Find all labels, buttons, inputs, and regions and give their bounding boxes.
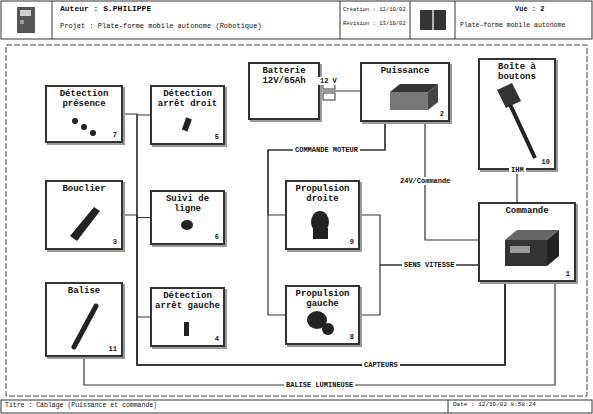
- date-field: Création : 12/10/02: [343, 7, 406, 13]
- signal-label: SENS VITESSE: [402, 261, 456, 269]
- motor-icon: [311, 211, 329, 239]
- sheet-date: Date : 12/10/02 8:58:24: [453, 402, 536, 409]
- callout-number: 1: [566, 271, 570, 278]
- sensor-box: Bouclier 3: [45, 180, 123, 250]
- sensor-box: Détection arrêt gauche 4: [150, 287, 225, 347]
- header-divider: [340, 1, 341, 39]
- wire-connector: [360, 215, 478, 265]
- controller-box: Commande 1: [478, 202, 576, 282]
- header-device-icon: [17, 7, 35, 33]
- wire-connector: [123, 114, 505, 365]
- callout-number: 10: [542, 159, 550, 166]
- signal-label: BALISE LUMINEUSE: [284, 381, 355, 389]
- button-box-icon: [497, 83, 535, 158]
- line-sensor-icon: [181, 220, 193, 230]
- signal-label: 12 V: [318, 77, 339, 85]
- callout-number: 11: [109, 346, 117, 353]
- bumper-icon: [70, 207, 100, 241]
- power-box: Puissance 2: [360, 62, 450, 122]
- header-book-icon: [420, 10, 446, 30]
- wire-connector: [360, 265, 478, 315]
- node-title: Balise: [47, 284, 121, 297]
- wire-connector: [123, 215, 505, 365]
- presence-sensor-icon: [72, 118, 96, 136]
- motor-icon: [307, 311, 334, 335]
- callout-number: 8: [350, 334, 354, 341]
- node-title: Détection présence: [47, 87, 121, 110]
- sensor-box: Détection présence 7: [45, 85, 123, 143]
- footer-frame: [1, 400, 592, 413]
- node-title: Bouclier: [47, 182, 121, 195]
- sensor-box: Suivi de ligne 6: [150, 190, 225, 245]
- button-box: Boîte à boutons 10: [478, 58, 556, 170]
- battery-box: Batterie 12V/65Ah: [248, 62, 320, 120]
- controller-icon: [505, 230, 559, 266]
- motor-box: Propulsion droite 9: [285, 180, 360, 250]
- beacon-box: Balise 11: [45, 282, 123, 357]
- callout-number: 9: [350, 239, 354, 246]
- project-field: Projet : Plate-forme mobile autonome (Ro…: [60, 22, 262, 30]
- footer-divider: [448, 400, 449, 413]
- node-title: Puissance: [362, 64, 448, 77]
- power-unit-icon: [390, 84, 438, 110]
- callout-number: 3: [113, 239, 117, 246]
- signal-label: 24V/Commande: [398, 177, 452, 185]
- node-title: Batterie 12V/65Ah: [250, 64, 318, 87]
- wire-connector: [84, 282, 555, 385]
- node-title: Commande: [480, 204, 574, 217]
- signal-label: IHM: [509, 166, 526, 174]
- wire-connector: [137, 218, 505, 366]
- wire-connector: [516, 170, 517, 202]
- header-divider: [410, 1, 411, 39]
- view-field: Vue : 2: [515, 5, 544, 13]
- stop-sensor-icon: [184, 322, 189, 336]
- author-field: Auteur : S.PHILIPPE: [60, 4, 151, 13]
- view-title: Plate-forme mobile autonome: [460, 22, 565, 29]
- node-title: Boîte à boutons: [480, 60, 554, 83]
- callout-number: 6: [215, 234, 219, 241]
- drawing-frame: [6, 45, 587, 396]
- wire-connector: [320, 90, 360, 91]
- node-title: Propulsion gauche: [287, 287, 358, 310]
- wire-connector: [137, 282, 505, 365]
- node-title: Détection arrêt droit: [152, 87, 223, 110]
- header-frame: [1, 1, 592, 39]
- node-title: Propulsion droite: [287, 182, 358, 205]
- callout-number: 2: [440, 111, 444, 118]
- header-divider: [52, 1, 53, 39]
- node-title: Suivi de ligne: [152, 192, 223, 215]
- beacon-icon: [74, 306, 96, 347]
- motor-box: Propulsion gauche 8: [285, 285, 360, 345]
- signal-label: COMMANDE MOTEUR: [293, 146, 360, 154]
- node-title: Détection arrêt gauche: [152, 289, 223, 312]
- sensor-box: Détection arrêt droit 5: [150, 85, 225, 145]
- header-divider: [455, 1, 456, 39]
- sheet-title: Titre : Câblage (Puissance et commande): [5, 402, 157, 409]
- stop-sensor-icon: [182, 117, 192, 131]
- signal-label: CAPTEURS: [362, 361, 400, 369]
- callout-number: 5: [215, 134, 219, 141]
- date-field: Révision : 13/10/02: [343, 21, 406, 27]
- callout-number: 7: [113, 132, 117, 139]
- callout-number: 4: [215, 336, 219, 343]
- wire-connector: [137, 115, 505, 365]
